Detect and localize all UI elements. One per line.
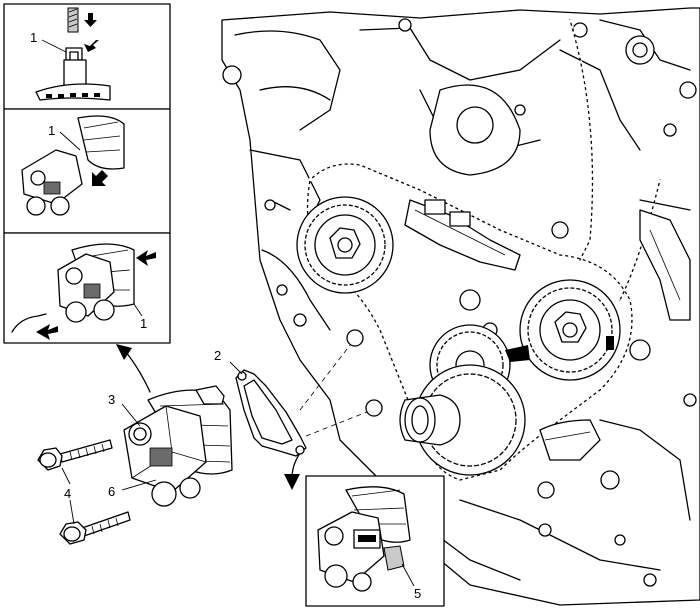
alignment-lines xyxy=(299,329,383,437)
left-cam-sprocket xyxy=(296,196,394,294)
callout-inset-top-1: 1 xyxy=(30,30,37,45)
right-guide xyxy=(639,209,691,321)
bolt-lower xyxy=(59,511,131,545)
crank-sprocket xyxy=(399,364,526,476)
gasket xyxy=(229,361,307,457)
bolt-upper xyxy=(37,439,113,471)
callout-gasket-2: 2 xyxy=(214,348,221,363)
inset-panel-top xyxy=(3,3,171,110)
callout-tensioner-3: 3 xyxy=(108,392,115,407)
bolts-leader xyxy=(61,467,75,525)
tensioner-assembly xyxy=(121,385,233,507)
lower-tensioner xyxy=(539,419,601,461)
callout-inset-mid-1: 1 xyxy=(48,123,55,138)
callout-piston-6: 6 xyxy=(108,484,115,499)
inset-panel-lower xyxy=(3,232,171,344)
engine-block xyxy=(221,7,700,606)
callout-pin-5: 5 xyxy=(414,586,421,601)
arrow-to-top-inset xyxy=(116,344,151,393)
callout-inset-low-1: 1 xyxy=(140,316,147,331)
chain-guide xyxy=(404,199,521,271)
callout-bolts-4: 4 xyxy=(64,486,71,501)
right-cam-sprocket xyxy=(519,279,621,381)
inset-panel-middle xyxy=(3,108,171,234)
inset-panel-bottom xyxy=(305,475,445,607)
